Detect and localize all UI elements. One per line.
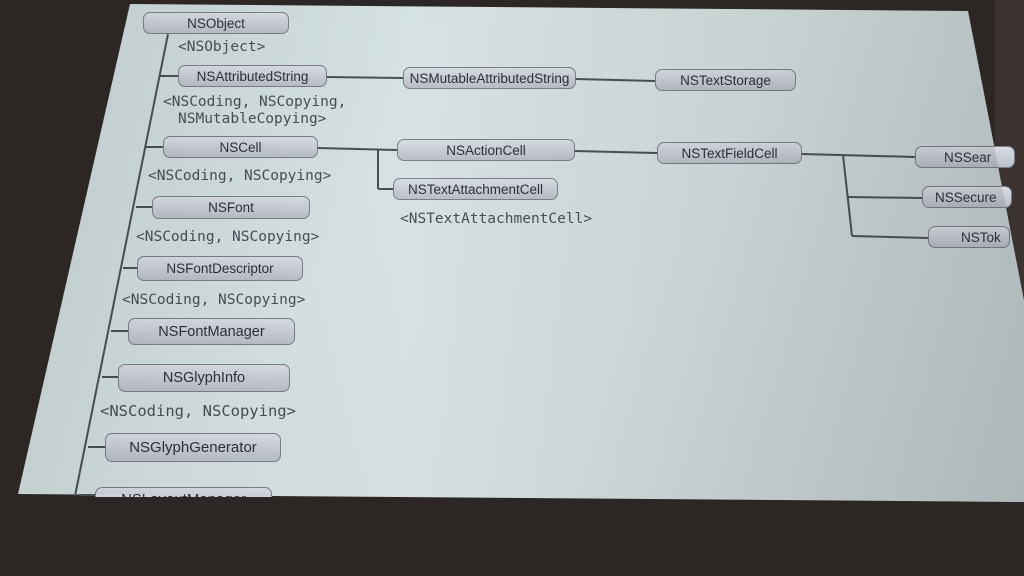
protocol-textattachmentcell: <NSTextAttachmentCell> [400, 211, 593, 227]
class-nstextattachmentcell: NSTextAttachmentCell [393, 178, 558, 200]
protocol-fontdescriptor: <NSCoding, NSCopying> [122, 292, 306, 308]
class-nsglyphinfo: NSGlyphInfo [118, 364, 290, 392]
connector-mutableattributedstring [326, 76, 404, 79]
class-nsfontdescriptor: NSFontDescriptor [137, 256, 303, 281]
class-nslayoutmanager-partial: NSLayoutManager [95, 487, 272, 497]
class-nstoken-partial: NSTok [928, 226, 1010, 248]
class-nsmutableattributedstring: NSMutableAttributedString [403, 67, 576, 89]
connector-textfieldcell-branch [842, 154, 853, 237]
connector-nstoken [851, 235, 929, 239]
class-nstextfieldcell: NSTextFieldCell [657, 142, 802, 164]
slide-bottom-clip: NSLayoutManager [95, 487, 272, 497]
class-nssecure-partial: NSSecure [922, 186, 1012, 208]
protocol-glyphinfo: <NSCoding, NSCopying> [100, 402, 296, 420]
protocol-nsobject: <NSObject> [178, 39, 266, 55]
class-nsfontmanager: NSFontManager [128, 318, 295, 345]
class-nsfont: NSFont [152, 196, 310, 219]
protocol-attributedstring-line1: <NSCoding, NSCopying, [163, 94, 347, 110]
class-nssearch-partial: NSSear [915, 146, 1015, 168]
connector-nssecure [846, 196, 923, 199]
connector-textstorage [575, 78, 656, 82]
connector-nssearch [801, 153, 916, 158]
class-nsattributedstring: NSAttributedString [178, 65, 327, 87]
protocol-cell: <NSCoding, NSCopying> [148, 168, 332, 184]
protocol-font: <NSCoding, NSCopying> [136, 229, 320, 245]
class-nsobject: NSObject [143, 12, 289, 34]
class-nsactioncell: NSActionCell [397, 139, 575, 161]
connector-textfieldcell [574, 150, 658, 154]
class-nstextstorage: NSTextStorage [655, 69, 796, 91]
protocol-attributedstring-line2: NSMutableCopying> [178, 111, 327, 127]
connector-actioncell [317, 147, 398, 151]
class-nscell: NSCell [163, 136, 318, 158]
trunk-line [74, 33, 169, 497]
class-nsglyphgenerator: NSGlyphGenerator [105, 433, 281, 462]
